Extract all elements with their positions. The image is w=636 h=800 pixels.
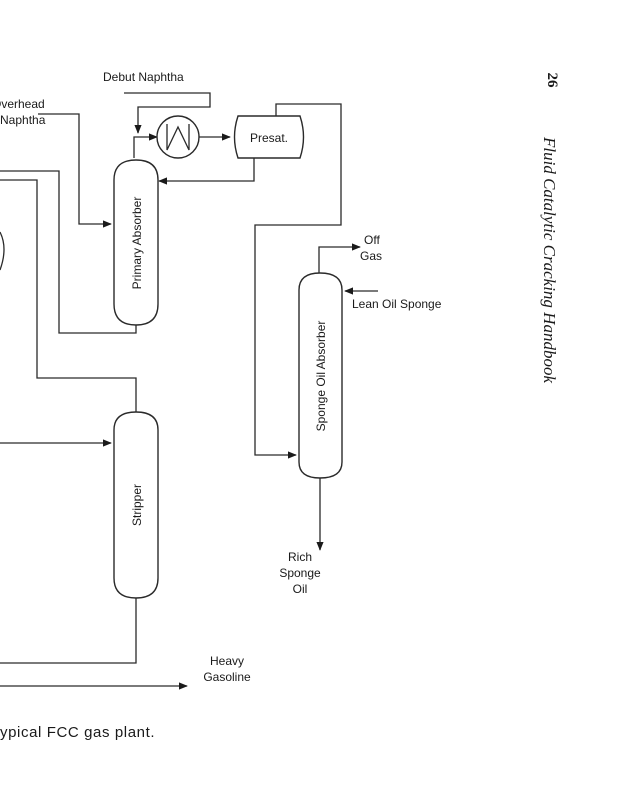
- cooler-heat-exchanger: [156, 115, 200, 159]
- primary-absorber-label: Primary Absorber: [130, 197, 144, 290]
- line-left-to-stripper-top: [0, 179, 137, 413]
- line-off-gas: [318, 243, 361, 274]
- off-gas-label-2: Gas: [360, 249, 382, 263]
- line-absorber-to-cooler: [133, 133, 158, 158]
- sponge-oil-absorber-vessel: [298, 272, 343, 479]
- presat-label: Presat.: [250, 131, 288, 145]
- line-overhead-naphtha: [38, 113, 112, 228]
- exchanger-coil-icon: [166, 124, 190, 151]
- line-debut-naphtha: [124, 92, 211, 134]
- lean-oil-sponge-label: Lean Oil Sponge: [352, 297, 442, 311]
- rich-sponge-oil-label-1: Rich: [288, 550, 312, 564]
- line-presat-to-sponge-absorber: [254, 103, 342, 459]
- line-stripper-bottom: [0, 598, 137, 664]
- overhead-naphtha-label-2: Naphtha: [0, 113, 46, 127]
- presat-drum: [233, 115, 305, 159]
- primary-absorber-vessel: [113, 159, 159, 326]
- figure-caption: ypical FCC gas plant.: [0, 724, 155, 741]
- debut-naphtha-label: Debut Naphtha: [103, 70, 184, 84]
- overhead-naphtha-label-1: Overhead: [0, 97, 45, 111]
- page-number: 26: [544, 73, 560, 89]
- line-left-to-primary-absorber-bottom: [0, 170, 137, 334]
- partial-vessel-left: [0, 231, 5, 271]
- sponge-oil-absorber-label: Sponge Oil Absorber: [314, 321, 328, 432]
- rich-sponge-oil-label-3: Oil: [293, 582, 308, 596]
- heavy-gasoline-label-1: Heavy: [210, 654, 244, 668]
- heavy-gasoline-label-2: Gasoline: [203, 670, 251, 684]
- off-gas-label-1: Off: [364, 233, 380, 247]
- stripper-vessel: [113, 411, 159, 599]
- running-title: Fluid Catalytic Cracking Handbook: [540, 136, 559, 383]
- stripper-label: Stripper: [130, 484, 144, 526]
- rich-sponge-oil-label-2: Sponge: [279, 566, 321, 580]
- line-presat-to-absorber: [158, 158, 255, 185]
